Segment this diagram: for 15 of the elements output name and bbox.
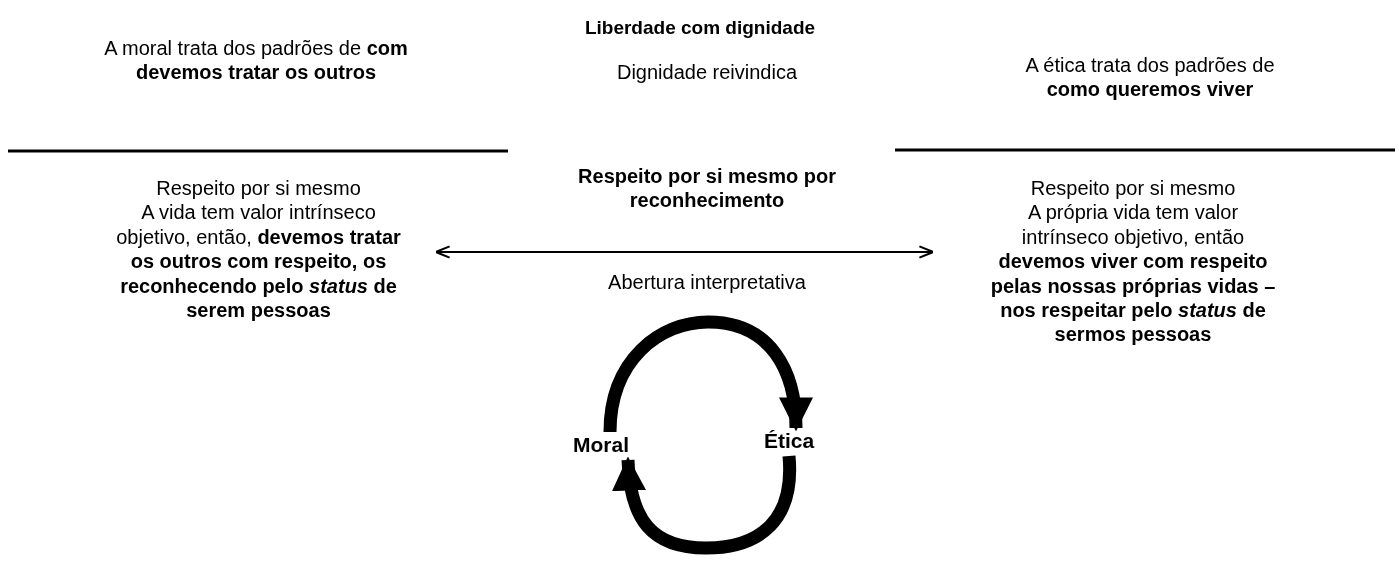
body-text: Respeito por si mesmo [1030,176,1236,201]
cycle-label: Ética [763,428,815,454]
heading-text: A ética trata dos padrões de como queremos viver [1024,53,1276,102]
title: Liberdade com dignidade [583,16,817,40]
heading-text: A moral trata dos padrões de com devemos tratar os outros [103,36,409,85]
center-text: Respeito por si mesmo por reconhecimento [577,164,837,213]
body-text: A vida tem valor intrínseco objetivo, então, devemos tratar os outros com respeito, os reconhecendo pelo status de serem pessoas [115,200,402,323]
center-text: Abertura interpretativa [607,270,807,295]
cycle-label: Moral [573,432,629,458]
curved-arrow [613,455,797,555]
double-arrow [434,245,935,259]
body-text: A própria vida tem valor intrínseco objetivo, então devemos viver com respeito pelas nossas próprias vidas – nos respeitar pelo status de sermos pessoas [989,200,1277,347]
center-text: Dignidade reivindica [615,60,799,85]
curved-arrow [603,315,812,433]
body-text: Respeito por si mesmo [156,176,361,201]
